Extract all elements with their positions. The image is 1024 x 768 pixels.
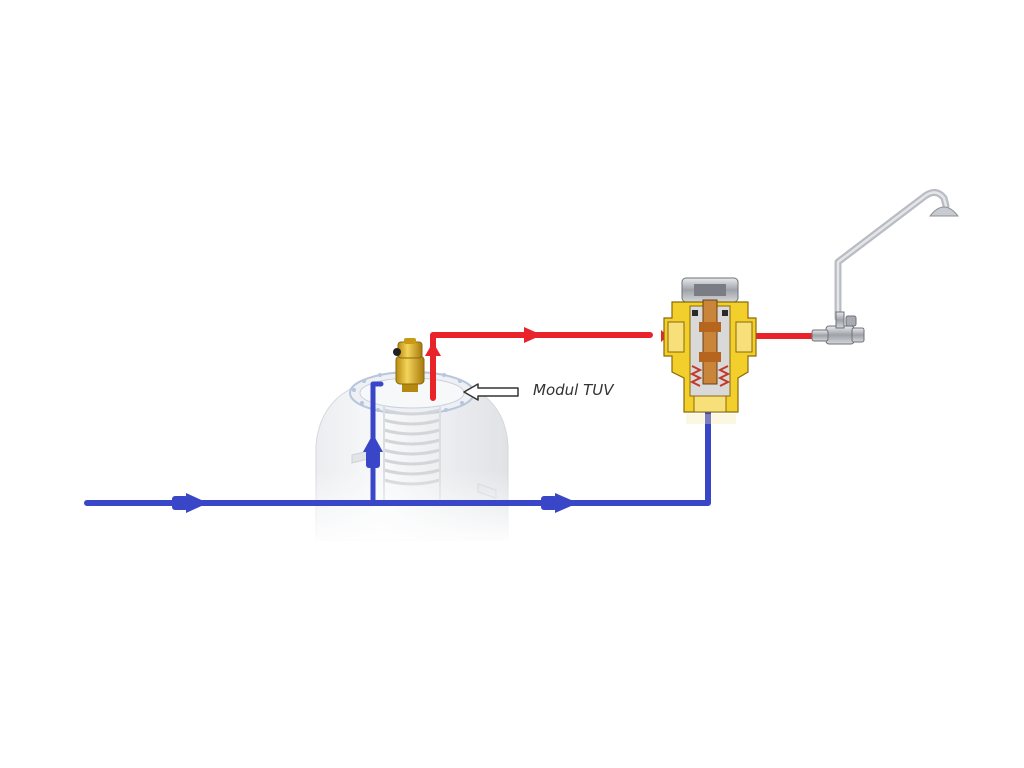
hot-water-pipe [430, 332, 815, 401]
hot-flow-arrow-up [425, 342, 441, 356]
cold-flow-arrow-2 [541, 493, 578, 513]
cold-flow-arrow-up [363, 434, 383, 468]
module-label: Modul TUV [533, 381, 615, 399]
cold-flow-arrow-1 [172, 493, 208, 513]
outline-arrow-icon [463, 383, 519, 401]
hot-flow-arrow-right [524, 327, 542, 343]
air-vent-valve-icon [393, 338, 425, 392]
thermostatic-mixing-valve-icon [663, 277, 757, 424]
water-heater-tank-icon [312, 371, 512, 545]
faucet-icon [811, 189, 960, 345]
